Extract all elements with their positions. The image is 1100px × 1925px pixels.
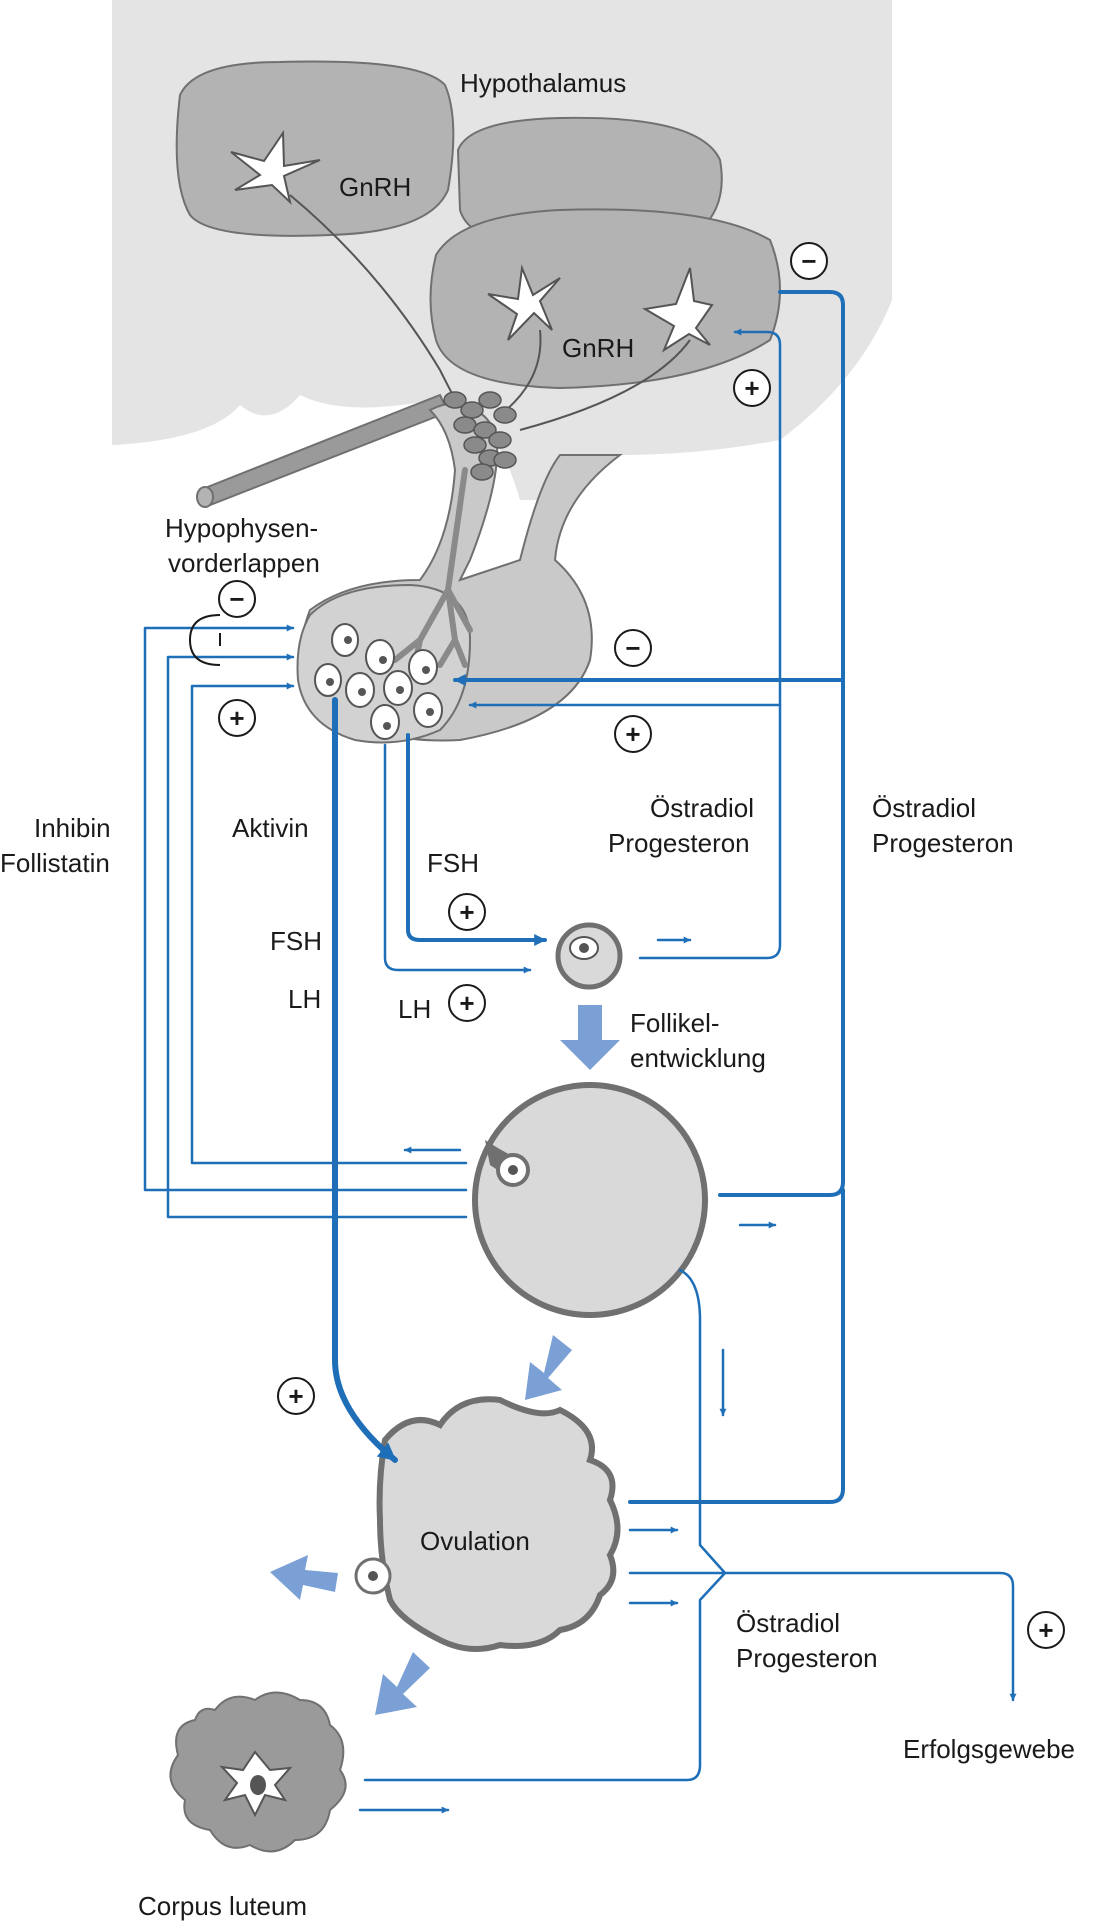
hypophysis-label-line2: vorderlappen (168, 548, 320, 578)
progesteron-label-right: Progesteron (872, 828, 1014, 858)
corpus-luteum-label: Corpus luteum (138, 1891, 307, 1921)
hypophysis-label-line1: Hypophysen- (165, 513, 318, 543)
plus-symbol: + (1038, 1615, 1053, 1645)
follikel-label-line2: entwicklung (630, 1043, 766, 1073)
ovulation-progress-arrow (525, 1335, 572, 1400)
plus-symbol: + (459, 988, 474, 1018)
pituitary-cell-nuclei (326, 636, 434, 730)
estradiol-label-bottom: Östradiol (736, 1608, 840, 1638)
plus-sign-aktivin (218, 699, 256, 737)
arrow-follicle-fluid-merge (363, 1268, 727, 1782)
minus-symbol: − (625, 633, 640, 663)
neurosecretory-granules (443, 391, 517, 481)
plus-sign-pituitary (614, 715, 652, 753)
plus-symbol: + (229, 703, 244, 733)
arrows (143, 290, 1017, 1814)
progression-arrows (270, 1005, 620, 1715)
target-tissue-label: Erfolgsgewebe (903, 1734, 1075, 1764)
lh-label-left: LH (288, 984, 321, 1014)
plus-sign-fsh (448, 893, 486, 931)
hypothalamus-nucleus-upper-left (175, 60, 455, 237)
progesteron-label-bottom: Progesteron (736, 1643, 878, 1673)
minus-sign-pituitary (614, 629, 652, 667)
hypothalamus-nucleus-lower (429, 208, 781, 390)
ovulation-label: Ovulation (420, 1526, 530, 1556)
sign-symbols: − + − + − + + + + + (229, 246, 1053, 1645)
estradiol-label-mid: Östradiol (650, 793, 754, 823)
corpus-luteum-progress-arrow (375, 1652, 430, 1715)
inhibin-label: Inhibin (34, 813, 111, 843)
ovulation-body (376, 1396, 621, 1652)
follicle-development-arrow (560, 1005, 620, 1070)
gnrh-neuron-lower-right (642, 267, 714, 353)
arrow-inhibin-loop-3 (190, 682, 468, 1165)
aktivin-label: Aktivin (232, 813, 309, 843)
plus-sign-lh (448, 984, 486, 1022)
gnrh-label-lower: GnRH (562, 333, 634, 363)
arrow-lh-to-follicle (383, 743, 532, 974)
lh-label-mid: LH (398, 994, 431, 1024)
progesteron-label-mid: Progesteron (608, 828, 750, 858)
oocyte-release-arrow (270, 1555, 338, 1600)
plus-sign-target (1027, 1611, 1065, 1649)
arrow-small-follicle-feedback (638, 328, 782, 960)
plus-sign-lh-surge (277, 1377, 315, 1415)
plus-symbol: + (288, 1381, 303, 1411)
minus-sign-hypothalamus (790, 242, 828, 280)
gnrh-neuron-lower-left (487, 264, 561, 341)
arrow-inhibin-loop-1 (143, 624, 468, 1192)
gnrh-label-upper: GnRH (339, 172, 411, 202)
plus-symbol: + (459, 897, 474, 927)
arrow-lh-surge (332, 697, 398, 1463)
estradiol-label-right: Östradiol (872, 793, 976, 823)
small-follicle-nucleus (579, 943, 589, 953)
optic-nerve (198, 393, 450, 507)
follikel-label-line1: Follikel- (630, 1008, 720, 1038)
sign-circles (218, 242, 1065, 1649)
arrow-fsh-to-follicle (406, 733, 547, 946)
plus-sign-hypothalamus (733, 369, 771, 407)
corpus-luteum-nucleus (250, 1775, 266, 1795)
arrow-inhibin-loop-2 (166, 653, 468, 1219)
inhibin-bracket (188, 614, 221, 666)
arrow-negative-feedback (718, 290, 845, 1197)
arrow-to-target-tissue (628, 1571, 1017, 1702)
optic-nerve-end (196, 486, 214, 508)
arrow-ovulation-feedback (628, 1188, 845, 1504)
large-follicle (472, 1082, 708, 1318)
large-follicle-nucleus (508, 1165, 518, 1175)
plus-symbol: + (625, 719, 640, 749)
gnrh-neuron-upper (230, 129, 321, 205)
minus-symbol: − (801, 246, 816, 276)
gnrh-axon-lower-right (519, 339, 691, 431)
minus-symbol: − (229, 584, 244, 614)
hypothalamus-label: Hypothalamus (460, 68, 626, 98)
follistatin-label: Follistatin (0, 848, 110, 878)
fsh-label-left: FSH (270, 926, 322, 956)
minus-sign-inhibin (218, 580, 256, 618)
fsh-label-mid: FSH (427, 848, 479, 878)
released-oocyte-nucleus (368, 1571, 378, 1581)
plus-symbol: + (744, 373, 759, 403)
